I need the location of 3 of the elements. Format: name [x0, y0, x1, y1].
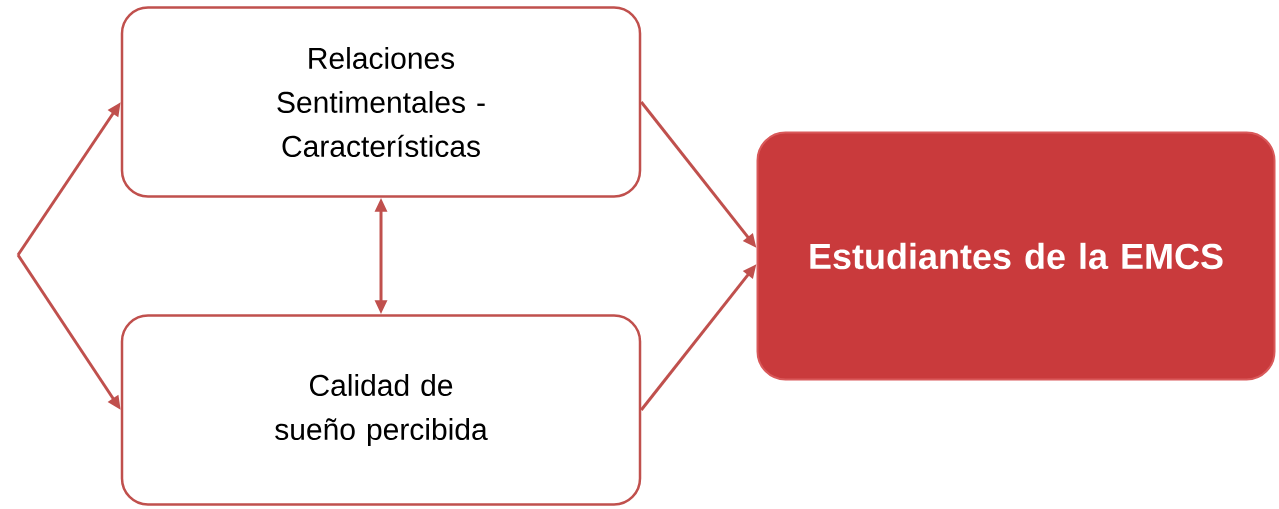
process-box: Calidad de sueño percibida [120, 314, 642, 506]
result-box: Estudiantes de la EMCS [756, 131, 1276, 381]
process-box: Relaciones Sentimentales - Características [120, 6, 642, 198]
